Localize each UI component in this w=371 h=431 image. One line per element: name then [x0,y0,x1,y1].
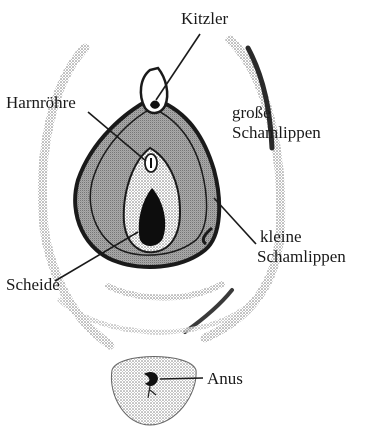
label-kleine-schamlippen-line2: Schamlippen [257,247,346,266]
leader-kitzler [156,34,200,100]
label-grosse-schamlippen-line2: Schamlippen [232,123,321,142]
leader-anus [160,378,203,379]
perineum-region [111,357,196,426]
label-harnroehre: Harnröhre [6,93,76,112]
label-anus: Anus [207,369,243,388]
lower-inner-arc [108,284,222,298]
label-scheide: Scheide [6,275,60,294]
label-kitzler: Kitzler [181,9,229,28]
label-grosse-schamlippen-line1: große [232,103,271,122]
label-kleine-schamlippen-line1: kleine [260,227,302,246]
